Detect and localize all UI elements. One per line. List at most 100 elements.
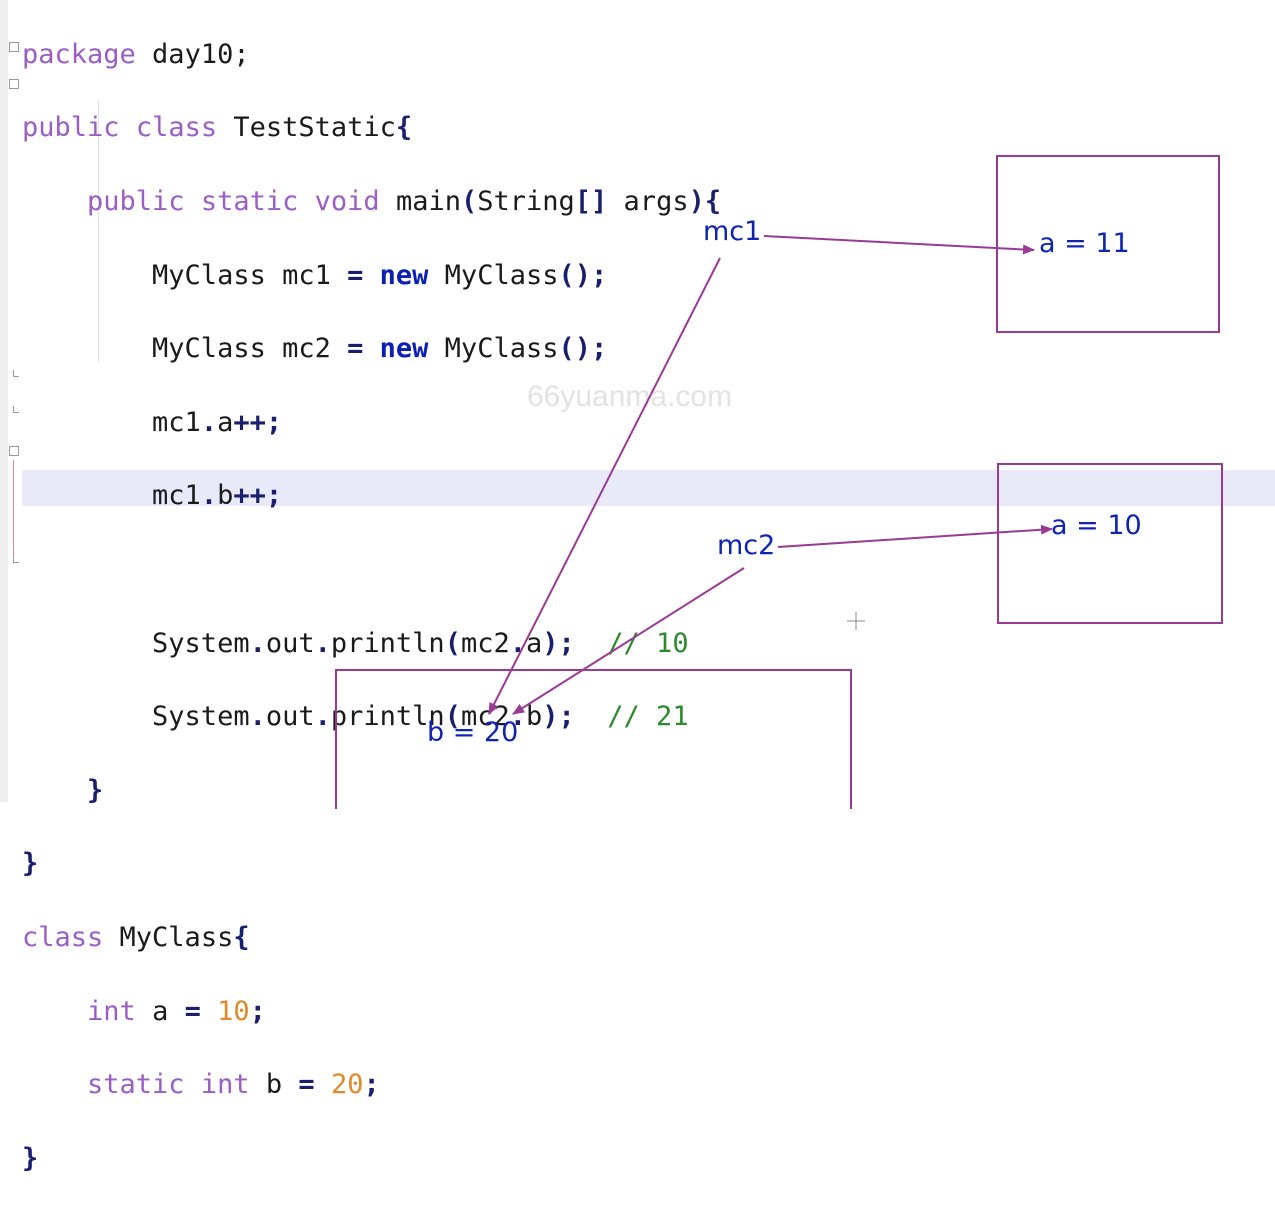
token: int bbox=[200, 1069, 250, 1101]
token: MyClass bbox=[103, 921, 234, 953]
token: TestStatic bbox=[217, 112, 396, 144]
fold-end-myclass bbox=[13, 556, 19, 563]
token bbox=[201, 996, 217, 1027]
token: } bbox=[22, 1142, 39, 1174]
token: b bbox=[249, 1069, 299, 1101]
code-line-3: public static void main(String[] args){ bbox=[22, 184, 721, 221]
current-line-highlight bbox=[22, 470, 1275, 506]
token: ); bbox=[542, 627, 575, 659]
token: void bbox=[314, 185, 380, 217]
token: = bbox=[184, 995, 201, 1027]
token: ( bbox=[444, 701, 461, 733]
token: static bbox=[87, 1069, 185, 1101]
fold-toggle-class-myclass[interactable] bbox=[9, 446, 19, 456]
editor-gutter bbox=[0, 0, 8, 802]
token: . bbox=[314, 701, 331, 733]
token: [] bbox=[574, 185, 608, 217]
static-field-b: b = 20 bbox=[427, 717, 519, 748]
token: { bbox=[395, 112, 413, 144]
change-marker bbox=[13, 460, 14, 560]
token: (); bbox=[558, 333, 608, 365]
token: day10; bbox=[135, 38, 250, 70]
heap-object-mc1 bbox=[996, 155, 1220, 333]
code-line-1: package day10; bbox=[22, 37, 721, 74]
mc1-label: mc1 bbox=[703, 216, 762, 247]
code-line-2: public class TestStatic{ bbox=[22, 110, 721, 147]
token: MyClass bbox=[428, 259, 559, 291]
indent-guide bbox=[98, 100, 99, 362]
arrow-mc2-to-static-b bbox=[512, 567, 745, 715]
code-line-9: System.out.println(mc2.a); // 10 bbox=[22, 626, 721, 663]
token: ; bbox=[249, 995, 266, 1027]
arrow-mc1-to-static-b bbox=[488, 257, 721, 715]
code-line-5: MyClass mc2 = new MyClass(); bbox=[22, 331, 721, 368]
token: 20 bbox=[330, 1069, 364, 1101]
token: ; bbox=[363, 1069, 380, 1101]
token: class bbox=[135, 112, 218, 144]
token bbox=[185, 1069, 201, 1100]
token: MyClass mc2 bbox=[22, 333, 348, 365]
token bbox=[22, 996, 87, 1027]
arrow-mc2-to-object bbox=[777, 524, 1053, 548]
token: ( bbox=[460, 185, 478, 217]
token: out bbox=[265, 627, 315, 659]
token: mc1 bbox=[22, 480, 201, 512]
fold-toggle-class-teststatic[interactable] bbox=[9, 42, 19, 52]
token: new bbox=[379, 259, 429, 291]
token: { bbox=[233, 921, 250, 953]
token: ); bbox=[542, 701, 575, 733]
fold-end-main bbox=[13, 370, 19, 377]
token: ++; bbox=[233, 406, 283, 438]
comment: // 21 bbox=[574, 701, 689, 733]
token: b bbox=[217, 480, 234, 512]
token: . bbox=[200, 406, 218, 438]
token: (); bbox=[558, 259, 608, 291]
code-line-10: System.out.println(mc2.b); // 21 bbox=[22, 699, 721, 736]
token: package bbox=[22, 38, 136, 70]
token: args bbox=[607, 185, 689, 217]
token: System bbox=[22, 701, 250, 733]
code-line-11: } bbox=[22, 773, 721, 810]
token: b bbox=[526, 701, 543, 733]
token: public bbox=[22, 112, 120, 144]
token: println bbox=[330, 627, 445, 659]
heap-object-mc2 bbox=[997, 463, 1223, 624]
token: . bbox=[249, 627, 266, 659]
code-line-4: MyClass mc1 = new MyClass(); bbox=[22, 258, 721, 295]
token: mc2 bbox=[460, 701, 510, 733]
token: 10 bbox=[217, 995, 250, 1027]
arrow-mc1-to-object bbox=[763, 235, 1035, 255]
token: = bbox=[298, 1069, 315, 1101]
token: a bbox=[217, 406, 234, 438]
token: ( bbox=[444, 627, 461, 659]
watermark: 66yuanma.com bbox=[527, 380, 733, 413]
mc1-field-a: a = 11 bbox=[1039, 228, 1130, 259]
token: a bbox=[526, 627, 543, 659]
token: public bbox=[87, 185, 185, 217]
token: MyClass bbox=[428, 333, 559, 365]
code-line-14: int a = 10; bbox=[22, 994, 721, 1031]
token: main bbox=[379, 185, 461, 217]
token: ){ bbox=[688, 185, 722, 217]
token: new bbox=[379, 333, 429, 365]
token: MyClass mc1 bbox=[22, 259, 348, 291]
code-line-13: class MyClass{ bbox=[22, 920, 721, 957]
token: . bbox=[200, 480, 218, 512]
static-area-box bbox=[335, 669, 852, 809]
code-line-15: static int b = 20; bbox=[22, 1067, 721, 1104]
token: String bbox=[477, 185, 575, 217]
comment: // 10 bbox=[574, 627, 689, 659]
fold-end-class bbox=[13, 406, 19, 413]
token: out bbox=[265, 701, 315, 733]
token: ++; bbox=[233, 480, 283, 512]
code-line-6: mc1.a++; bbox=[22, 405, 721, 442]
fold-toggle-main-method[interactable] bbox=[9, 79, 19, 89]
mc2-label: mc2 bbox=[717, 530, 776, 561]
token: } bbox=[87, 774, 104, 806]
code-line-12: } bbox=[22, 846, 721, 883]
token: . bbox=[314, 627, 331, 659]
token bbox=[22, 1069, 87, 1100]
token: println bbox=[330, 701, 445, 733]
reference-arrows bbox=[488, 235, 1053, 715]
token: System bbox=[22, 627, 250, 659]
